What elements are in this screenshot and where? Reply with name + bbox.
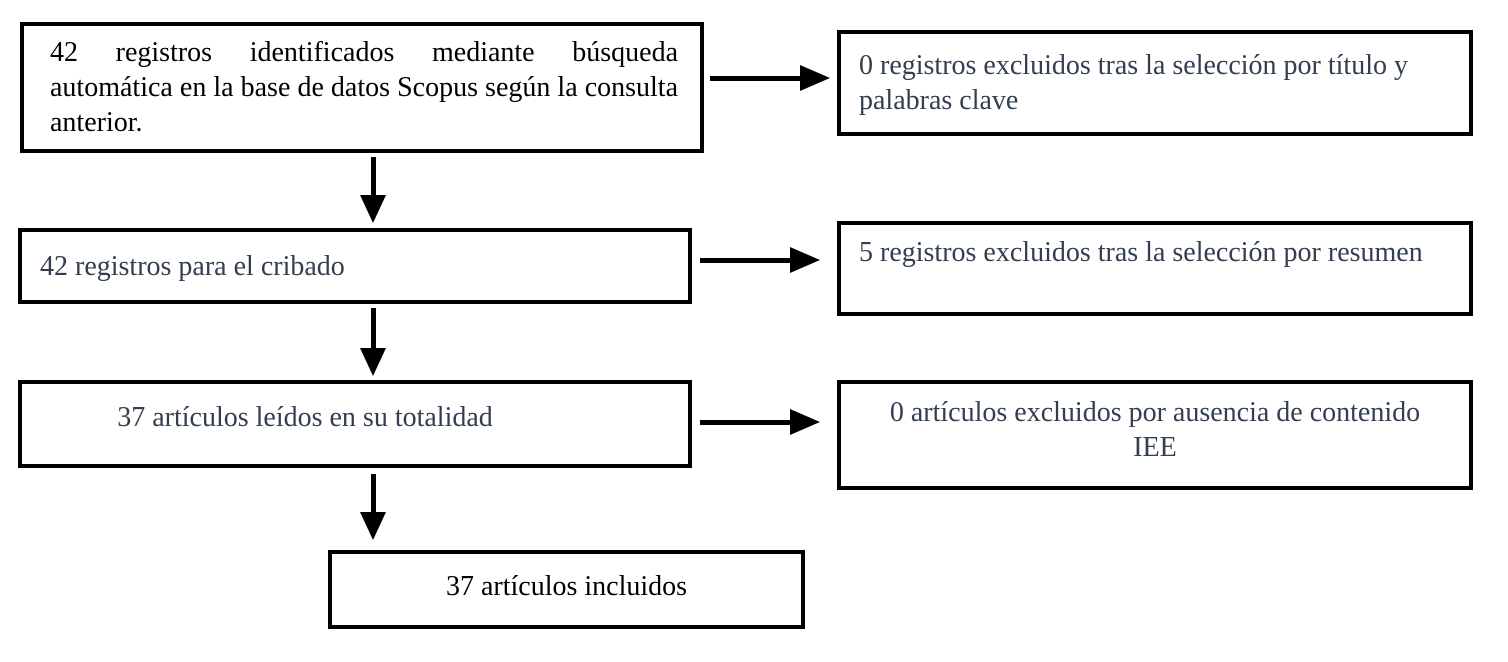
arrow-down-icon (360, 512, 386, 540)
box-excluded-title-keywords: 0 registros excluidos tras la selección … (837, 30, 1473, 136)
arrow-identified-to-excluded-title (710, 65, 830, 91)
arrow-shaft (700, 419, 790, 425)
box-excluded-abstract: 5 registros excluidos tras la selección … (837, 221, 1473, 316)
box-records-screening: 42 registros para el cribado (18, 228, 692, 304)
arrow-right-icon (790, 409, 820, 435)
arrow-right-icon (800, 65, 830, 91)
arrow-screening-to-excluded-abstract (700, 247, 820, 273)
box-articles-full-read: 37 artículos leídos en su totalidad (18, 380, 692, 468)
arrow-shaft (370, 157, 376, 195)
arrow-shaft (700, 257, 790, 263)
arrow-shaft (710, 75, 800, 81)
box-records-identified: 42 registros identificados mediante búsq… (20, 22, 704, 153)
arrow-fullread-to-excluded-content (700, 409, 820, 435)
box-label: 37 artículos leídos en su totalidad (117, 401, 493, 433)
arrow-screening-to-fullread (360, 308, 386, 376)
box-label: 37 artículos incluidos (445, 571, 688, 602)
box-label: 42 registros para el cribado (40, 250, 345, 282)
box-label: 0 artículos excluidos por ausencia de co… (889, 397, 1421, 463)
arrow-down-icon (360, 195, 386, 223)
arrow-shaft (370, 474, 376, 512)
arrow-identified-to-screening (360, 157, 386, 223)
arrow-fullread-to-included (360, 474, 386, 540)
arrow-down-icon (360, 348, 386, 376)
arrow-shaft (370, 308, 376, 348)
box-excluded-no-content: 0 artículos excluidos por ausencia de co… (837, 380, 1473, 490)
box-articles-included: 37 artículos incluidos (328, 550, 805, 629)
arrow-right-icon (790, 247, 820, 273)
